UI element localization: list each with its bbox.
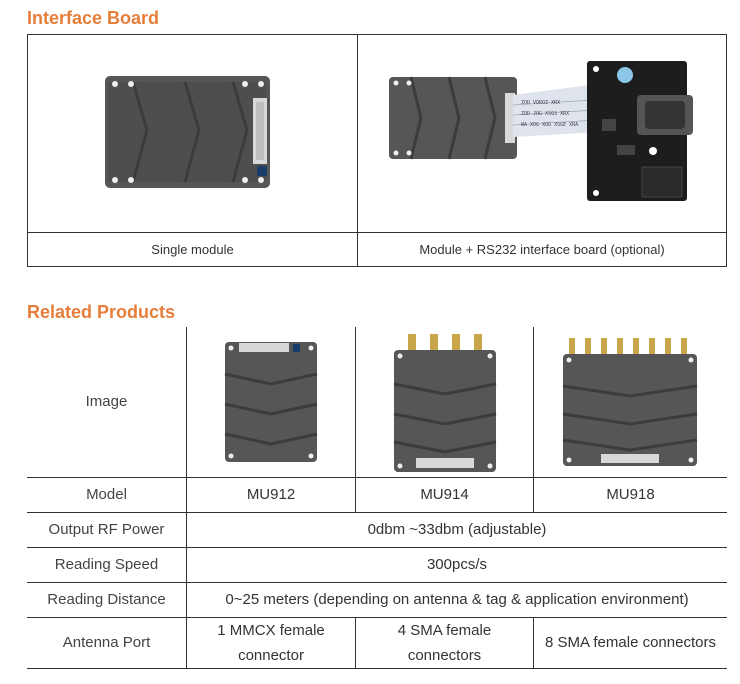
mu918-image-cell: 8 7 6 5 4 3 2 1	[533, 327, 727, 478]
related-products-table: Image 4 3 2 1	[27, 327, 727, 669]
mu918-image: 8 7 6 5 4 3 2 1	[562, 337, 697, 466]
cable-label-1: ZOD VOROZ XRX	[521, 100, 560, 106]
model-mu914: MU914	[355, 476, 534, 513]
model-mu912: MU912	[186, 476, 356, 513]
label-reading-speed: Reading Speed	[27, 546, 187, 583]
antenna-mu918: 8 SMA female connectors	[533, 616, 727, 669]
label-antenna-port: Antenna Port	[27, 616, 187, 669]
antenna-mu914-line1: 4 SMA female	[397, 621, 492, 639]
cable-label-2: ZOD JOG XSGS XRX	[521, 111, 569, 117]
antenna-mu912-line2: connector	[238, 646, 304, 664]
label-output-rf-power: Output RF Power	[27, 511, 187, 548]
caption-single-module: Single module	[27, 232, 358, 267]
label-reading-distance: Reading Distance	[27, 581, 187, 618]
module-rs232-image-cell: ZOD VOROZ XRX ZOD JOG XSGS XRX WA XOG XO…	[357, 34, 727, 233]
interface-board-table: ZOD VOROZ XRX ZOD JOG XSGS XRX WA XOG XO…	[27, 34, 727, 267]
mu912-image-cell	[186, 327, 356, 478]
antenna-mu912-line1: 1 MMCX female	[217, 621, 325, 639]
antenna-mu914-line2: connectors	[407, 646, 482, 664]
label-image: Image	[27, 327, 187, 478]
value-reading-speed: 300pcs/s	[186, 546, 727, 583]
label-model: Model	[27, 476, 187, 513]
cable-label-3: WA XOG XOG XSGE XRA	[521, 122, 578, 128]
antenna-mu914: 4 SMA female connectors	[355, 616, 534, 669]
value-output-rf-power: 0dbm ~33dbm (adjustable)	[186, 511, 727, 548]
caption-module-rs232: Module + RS232 interface board (optional…	[357, 232, 727, 267]
mu914-image-cell: 4 3 2 1	[355, 327, 534, 478]
model-mu918: MU918	[533, 476, 727, 513]
mu914-image: 4 3 2 1	[393, 333, 496, 472]
single-module-image	[104, 75, 270, 188]
value-reading-distance: 0~25 meters (depending on antenna & tag …	[186, 581, 727, 618]
single-module-image-cell	[27, 34, 358, 233]
related-products-title: Related Products	[27, 302, 176, 322]
mu912-image	[224, 341, 318, 462]
module-rs232-board-image: ZOD VOROZ XRX ZOD JOG XSGS XRX WA XOG XO…	[389, 60, 693, 201]
interface-board-title: Interface Board	[27, 8, 160, 28]
antenna-mu912: 1 MMCX female connector	[186, 616, 356, 669]
